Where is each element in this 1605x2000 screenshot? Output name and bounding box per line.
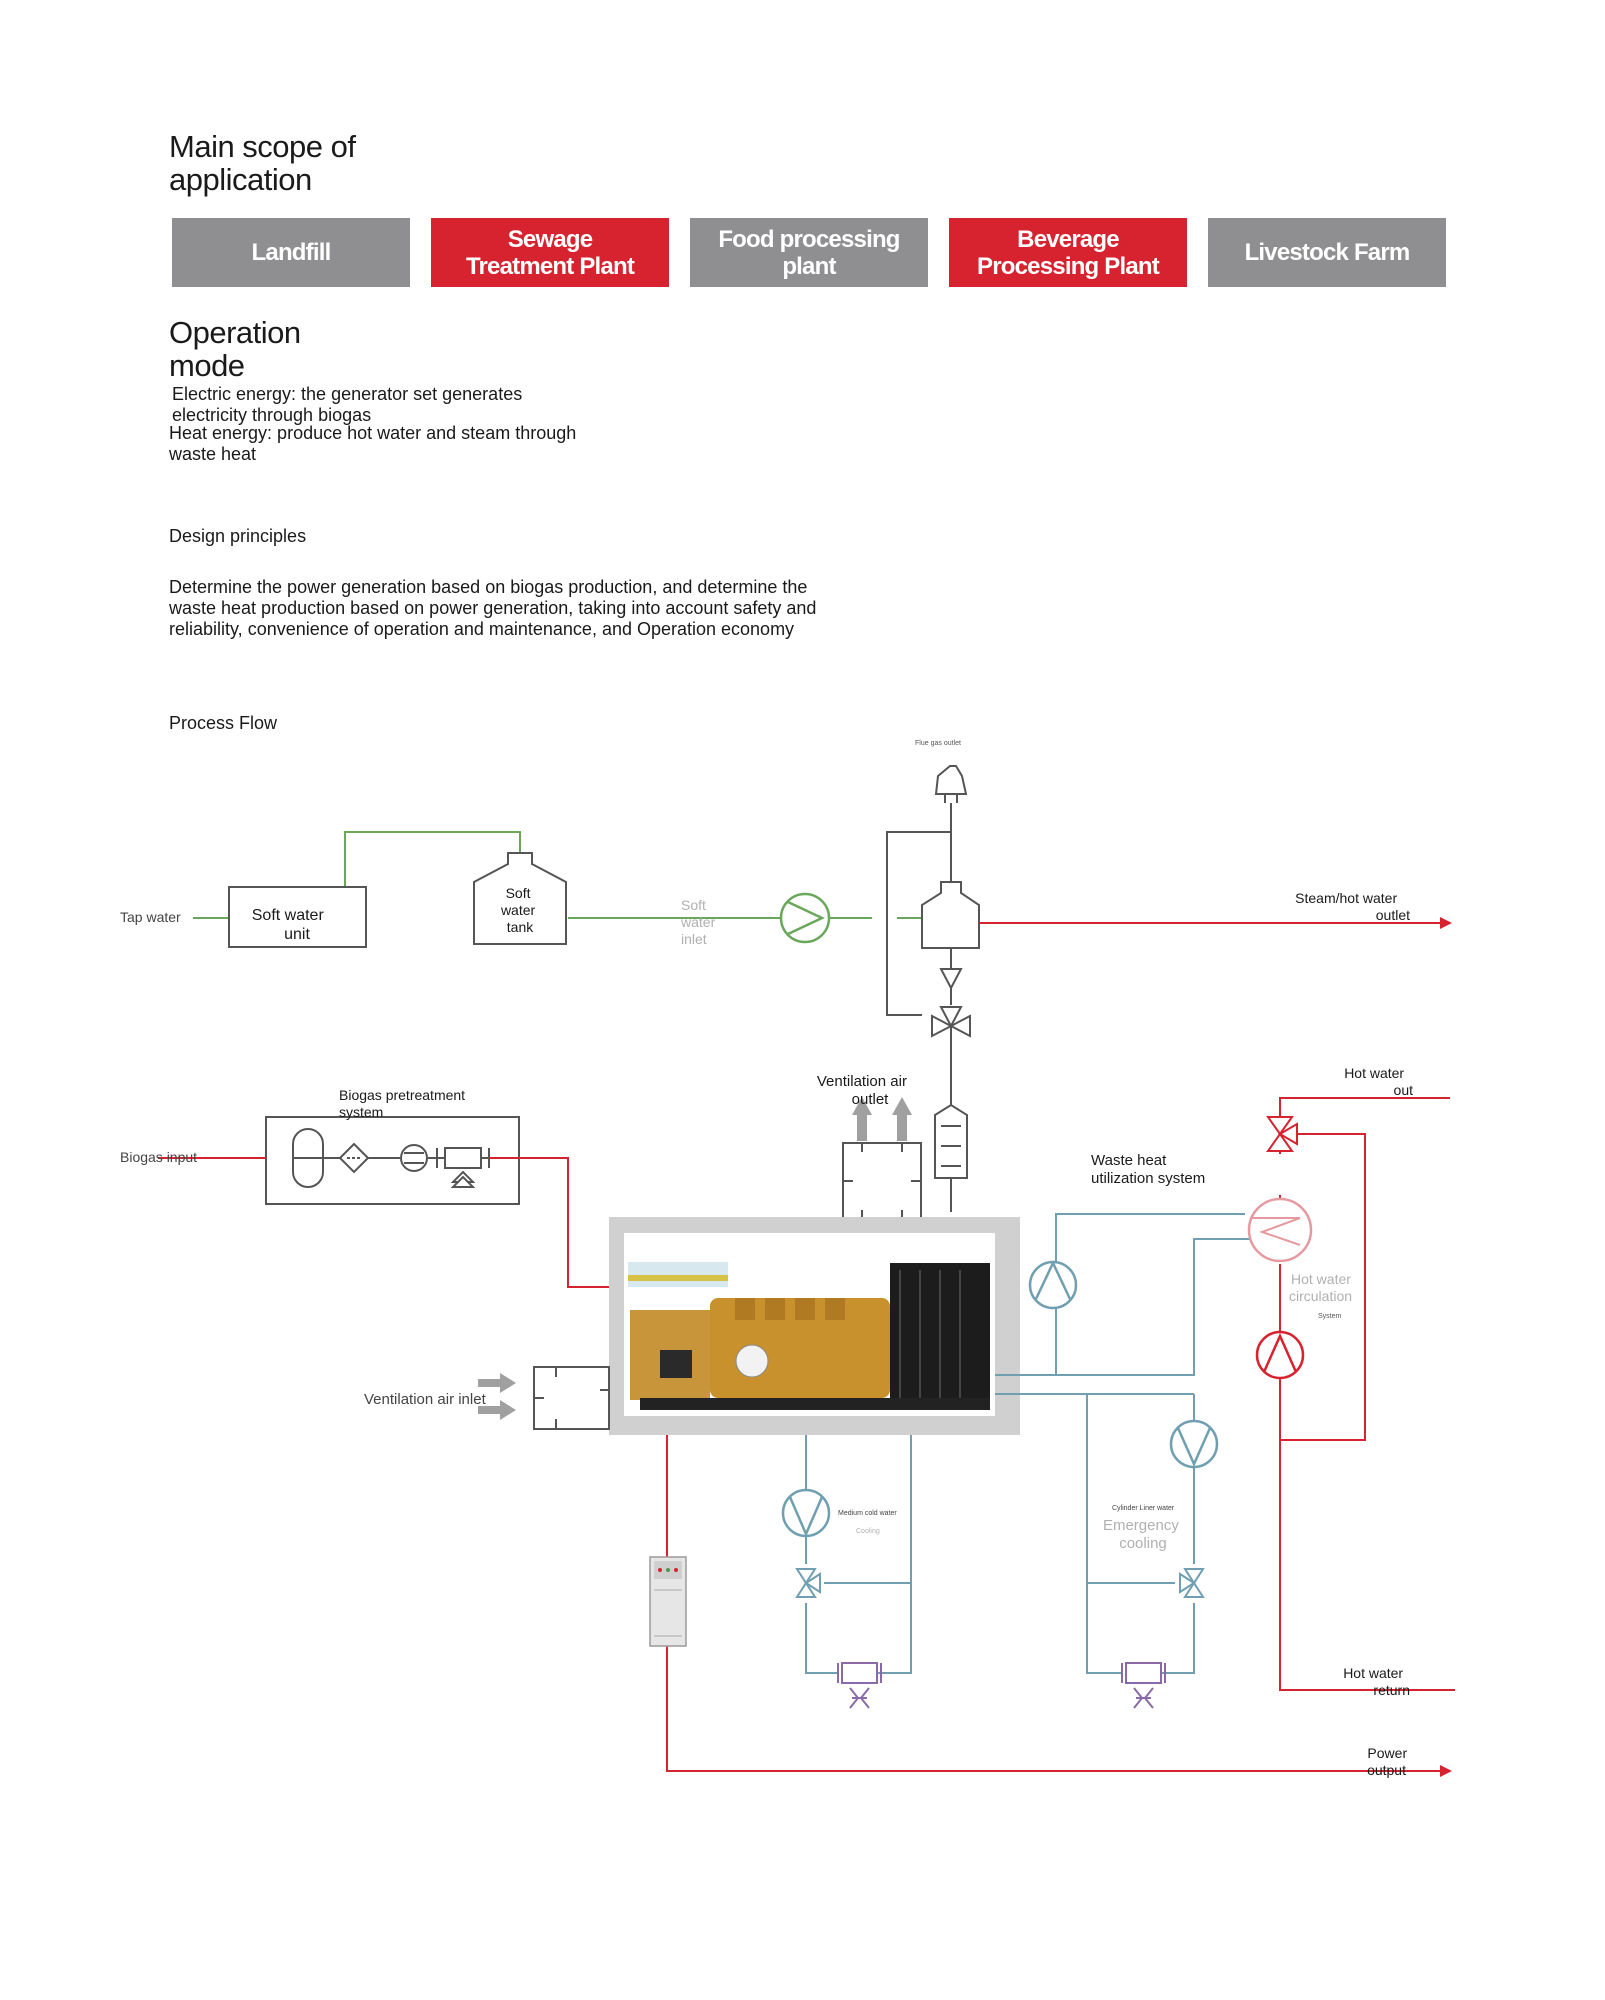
cooling-small-label: Cooling — [856, 1528, 880, 1535]
hot-water-valve-icon — [1266, 1116, 1298, 1152]
power-output-label: Power output — [1367, 1745, 1411, 1778]
medium-cold-pump-icon — [781, 1488, 831, 1538]
tile-landfill[interactable]: Landfill — [172, 218, 410, 287]
flue-valve-icon — [931, 968, 971, 1038]
operation-heat: Heat energy: produce hot water and steam… — [169, 423, 577, 464]
scope-title: Main scope of application — [169, 129, 356, 197]
waste-heat-pump-icon — [1028, 1260, 1078, 1310]
hot-water-pump-icon — [1255, 1330, 1305, 1380]
cylinder-liner-valve-icon — [1179, 1568, 1205, 1598]
waste-heat-boiler-shape — [921, 881, 980, 949]
medium-cold-valve-icon — [795, 1568, 821, 1598]
application-tiles: Landfill Sewage Treatment Plant Food pro… — [172, 218, 1446, 287]
vent-inlet-label: Ventilation air inlet — [364, 1391, 487, 1408]
power-output-line — [666, 1435, 1452, 1777]
vent-outlet-arrows-icon — [852, 1097, 912, 1141]
ventilation-outlet-unit — [842, 1142, 922, 1220]
generator-engine-image — [628, 1262, 990, 1410]
flue-gas-assembly — [886, 765, 980, 1212]
ventilation-inlet-unit — [533, 1366, 610, 1430]
soft-water-inlet-label: Soft water inlet — [680, 897, 719, 947]
tile-sewage-treatment-plant[interactable]: Sewage Treatment Plant — [431, 218, 669, 287]
flue-gas-label: Flue gas outlet — [915, 740, 961, 747]
design-title: Design principles — [169, 526, 307, 546]
soft-water-unit-box — [228, 886, 367, 948]
soft-water-tank-label: Soft water tank — [500, 885, 539, 935]
hot-water-heat-exchanger-icon — [1247, 1197, 1313, 1263]
design-text: Determine the power generation based on … — [169, 577, 817, 639]
hot-water-circ-label: Hot water circulation — [1289, 1271, 1355, 1304]
cylinder-liner-label: Cylinder Liner water — [1112, 1505, 1175, 1512]
flue-heat-exchanger-shape — [934, 1103, 968, 1179]
process-title: Process Flow — [169, 713, 278, 733]
medium-cold-label: Medium cold water — [838, 1510, 897, 1517]
soft-water-line — [193, 831, 922, 919]
hot-water-circuit — [1279, 1097, 1455, 1691]
biogas-pretreatment-label: Biogas pretreatment system — [339, 1087, 469, 1120]
soft-water-pump-icon — [779, 892, 831, 944]
operation-title: Operation mode — [169, 315, 301, 383]
operation-electric: Electric energy: the generator set gener… — [172, 384, 523, 425]
vent-outlet-label: Ventilation air outlet — [817, 1073, 911, 1108]
waste-heat-label: Waste heat utilization system — [1091, 1152, 1205, 1187]
biogas-pretreatment-components — [292, 1128, 490, 1188]
emergency-label: Emergency cooling — [1103, 1517, 1183, 1552]
flue-gas-outlet-icon — [934, 765, 968, 795]
cooling-circuits — [805, 1213, 1274, 1674]
tap-water-label: Tap water — [120, 909, 181, 925]
cylinder-liner-thermostat-valve-icon — [1121, 1662, 1166, 1709]
system-small-label: System — [1318, 1313, 1342, 1320]
hot-water-out-label: Hot water out — [1344, 1065, 1413, 1098]
tile-livestock-farm[interactable]: Livestock Farm — [1208, 218, 1446, 287]
soft-water-tank-shape — [473, 852, 567, 945]
hot-water-return-label: Hot water return — [1343, 1665, 1410, 1698]
soft-water-unit-label: Soft water unit — [252, 907, 328, 943]
biogas-input-label: Biogas input — [120, 1149, 197, 1165]
tile-food-processing-plant[interactable]: Food processing plant — [690, 218, 928, 287]
cylinder-liner-pump-icon — [1169, 1419, 1219, 1469]
switch-cabinet-icon — [649, 1556, 687, 1647]
medium-cold-thermostat-valve-icon — [837, 1662, 882, 1709]
vent-inlet-arrows-icon — [478, 1373, 516, 1420]
tile-beverage-processing-plant[interactable]: Beverage Processing Plant — [949, 218, 1187, 287]
steam-outlet-label: Steam/hot water outlet — [1295, 890, 1410, 923]
